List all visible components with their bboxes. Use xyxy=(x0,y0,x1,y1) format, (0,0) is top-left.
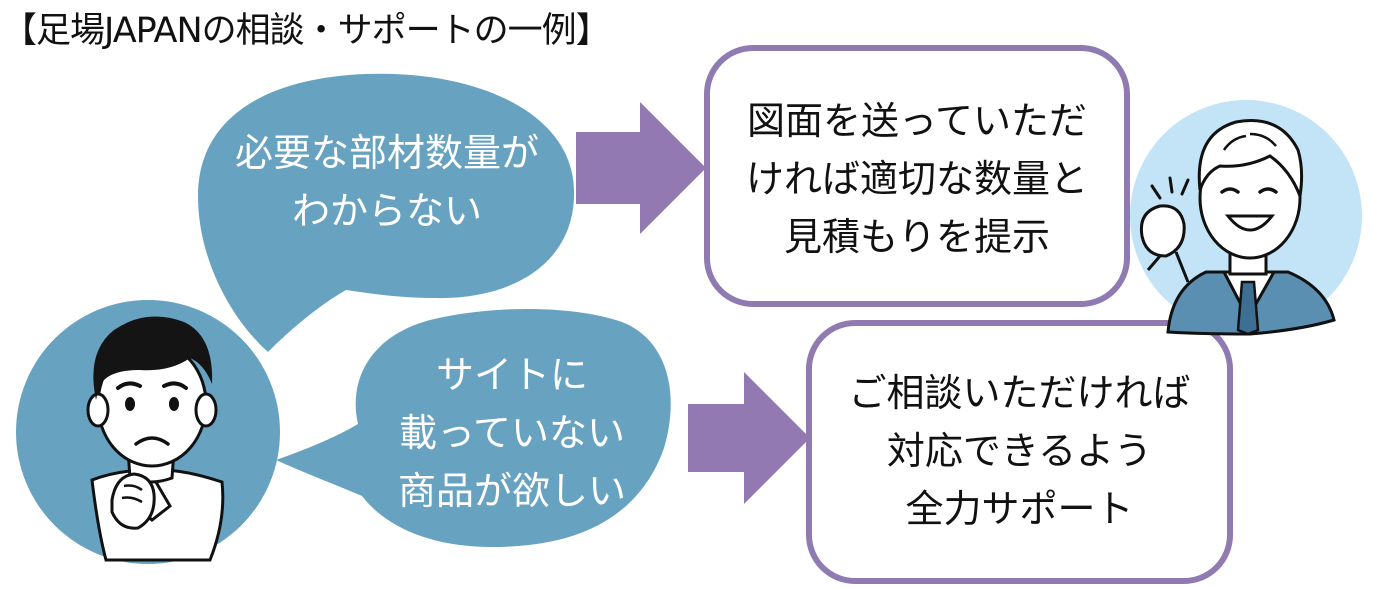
support-2-line-3: 全力サポート xyxy=(905,487,1134,531)
worried-customer-avatar xyxy=(16,300,280,564)
concern-2-line-3: 商品が欲しい xyxy=(397,469,626,513)
concern-bubble-2 xyxy=(276,309,671,548)
arrow-2 xyxy=(688,372,810,504)
arrow-1 xyxy=(576,102,706,234)
concern-1-line-1: 必要な部材数量が xyxy=(234,131,539,175)
support-box-1 xyxy=(704,45,1130,307)
page-title: 【足場JAPANの相談・サポートの一例】 xyxy=(2,11,611,51)
concern-2-line-2: 載っていない xyxy=(398,411,626,455)
concern-1-line-2: わからない xyxy=(291,189,482,233)
support-text-1: 図面を送っていただ ければ適切な数量と 見積もりを提示 xyxy=(714,92,1120,266)
support-box-2 xyxy=(806,320,1233,584)
support-1-line-3: 見積もりを提示 xyxy=(783,215,1050,259)
support-2-line-1: ご相談いただければ xyxy=(848,371,1191,415)
support-2-line-2: 対応できるよう xyxy=(886,429,1153,473)
concern-2-line-1: サイトに xyxy=(435,353,588,397)
support-1-line-2: ければ適切な数量と xyxy=(745,157,1088,201)
smiling-staff-avatar xyxy=(1130,100,1362,336)
support-1-line-1: 図面を送っていただ xyxy=(746,99,1088,143)
concern-text-2: サイトに 載っていない 商品が欲しい xyxy=(362,346,662,520)
concern-bubble-1 xyxy=(198,73,575,352)
support-text-2: ご相談いただければ 対応できるよう 全力サポート xyxy=(816,364,1223,538)
concern-text-1: 必要な部材数量が わからない xyxy=(206,124,568,240)
